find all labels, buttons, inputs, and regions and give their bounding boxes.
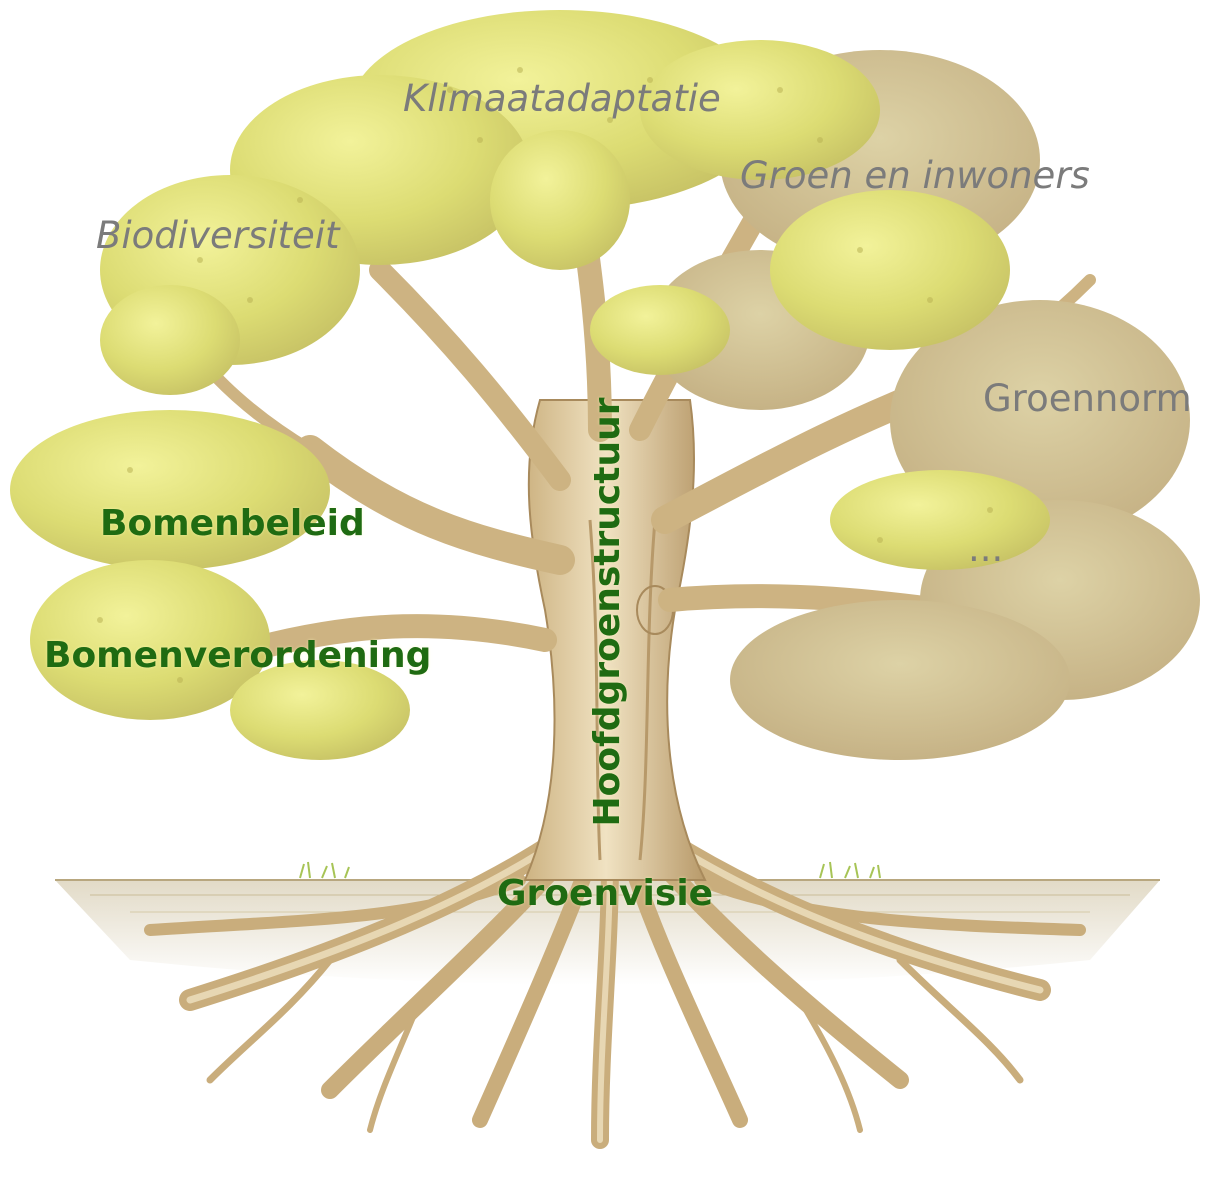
label-klimaatadaptatie: Klimaatadaptatie xyxy=(403,80,721,117)
label-groenvisie: Groenvisie xyxy=(497,876,713,912)
label-biodiversiteit: Biodiversiteit xyxy=(96,217,340,254)
label-bomenbeleid: Bomenbeleid xyxy=(100,506,365,542)
label-groen-en-inwoners: Groen en inwoners xyxy=(740,157,1090,194)
label-hoofdgroenstructuur: Hoofdgroenstructuur xyxy=(590,398,626,827)
label-groennorm: Groennorm xyxy=(983,380,1192,417)
label-bomenverordening: Bomenverordening xyxy=(44,638,431,674)
label-ellipsis: ... xyxy=(968,530,1003,567)
